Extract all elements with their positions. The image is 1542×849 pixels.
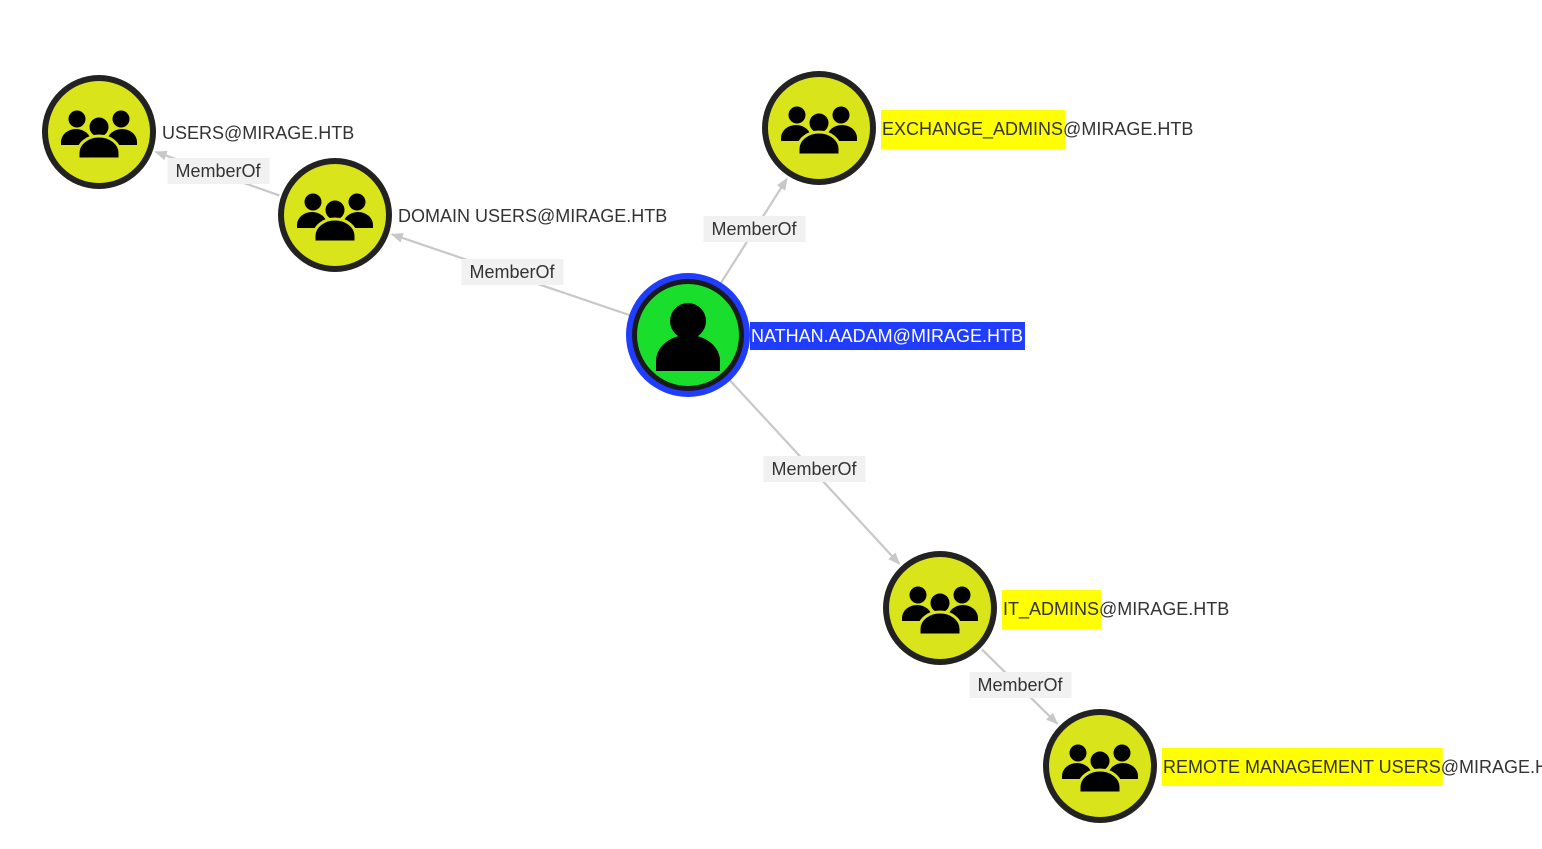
edge-label: MemberOf — [977, 675, 1063, 695]
node-label: IT_ADMINS@MIRAGE.HTB — [1002, 590, 1229, 629]
edge-memberof[interactable]: MemberOf — [969, 648, 1072, 725]
edge-memberof[interactable]: MemberOf — [727, 377, 901, 565]
edge-memberof[interactable]: MemberOf — [154, 150, 280, 197]
edge-label: MemberOf — [711, 219, 797, 239]
node-label: EXCHANGE_ADMINS@MIRAGE.HTB — [881, 110, 1193, 149]
user-icon — [656, 303, 720, 371]
node-nathan[interactable]: NATHAN.AADAM@MIRAGE.HTB — [626, 273, 1025, 397]
node-label-text: REMOTE MANAGEMENT USERS — [1163, 757, 1441, 777]
node-label-text: @MIRAGE.HTB — [1441, 757, 1542, 777]
label-highlight — [881, 110, 1066, 149]
node-label-text: @MIRAGE.HTB — [1099, 599, 1229, 619]
node-label: USERS@MIRAGE.HTB — [162, 123, 354, 143]
node-it-admins[interactable]: IT_ADMINS@MIRAGE.HTB — [883, 551, 1229, 665]
edge-label-bg — [167, 158, 270, 184]
node-label-text: IT_ADMINS — [1003, 599, 1099, 620]
node-label-text: DOMAIN USERS@MIRAGE.HTB — [398, 206, 667, 226]
label-highlight — [1002, 590, 1102, 629]
edge-label-bg — [969, 672, 1072, 698]
node-label-text: @MIRAGE.HTB — [1063, 119, 1193, 139]
node-label-text: EXCHANGE_ADMINS — [882, 119, 1063, 140]
group-icon — [781, 106, 857, 157]
edge-label-bg — [703, 216, 806, 242]
node-users[interactable]: USERS@MIRAGE.HTB — [42, 75, 354, 189]
edge-label: MemberOf — [771, 459, 857, 479]
edge-label: MemberOf — [469, 262, 555, 282]
label-highlight — [750, 322, 1025, 350]
edge-memberof[interactable]: MemberOf — [703, 177, 806, 286]
label-highlight — [1162, 748, 1443, 786]
edge-label-bg — [763, 456, 866, 482]
edge-label: MemberOf — [175, 161, 261, 181]
node-remote-mgmt[interactable]: REMOTE MANAGEMENT USERS@MIRAGE.HTB — [1043, 709, 1542, 823]
edge-label-bg — [461, 259, 564, 285]
node-domain-users[interactable]: DOMAIN USERS@MIRAGE.HTB — [278, 158, 667, 272]
node-label: REMOTE MANAGEMENT USERS@MIRAGE.HTB — [1162, 748, 1542, 786]
nodes-layer: NATHAN.AADAM@MIRAGE.HTB USERS@MIRAGE.HTB D… — [42, 71, 1542, 823]
node-label-text: NATHAN.AADAM@MIRAGE.HTB — [751, 326, 1023, 346]
node-label-text: USERS@MIRAGE.HTB — [162, 123, 354, 143]
group-icon — [1062, 744, 1138, 795]
edge-memberof[interactable]: MemberOf — [390, 233, 633, 318]
node-exchange-admins[interactable]: EXCHANGE_ADMINS@MIRAGE.HTB — [762, 71, 1193, 185]
node-label: DOMAIN USERS@MIRAGE.HTB — [398, 206, 667, 226]
node-label: NATHAN.AADAM@MIRAGE.HTB — [750, 322, 1025, 350]
group-icon — [61, 110, 137, 161]
group-icon — [902, 586, 978, 637]
group-icon — [297, 193, 373, 244]
